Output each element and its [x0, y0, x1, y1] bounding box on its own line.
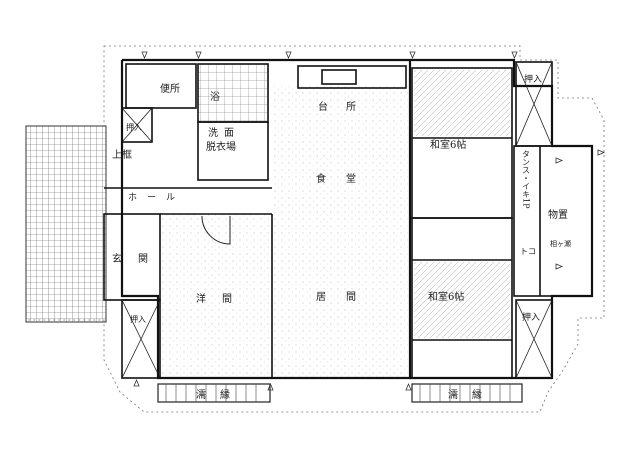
label-closet-top-left: 押入 — [126, 122, 142, 132]
door-swing — [201, 215, 231, 245]
closet-marks — [121, 61, 553, 379]
label-kitchen: 台所 — [318, 100, 374, 113]
terrace-tile — [25, 125, 107, 323]
interior-walls — [103, 61, 593, 379]
label-closet-right-bottom: 押入 — [522, 311, 540, 323]
label-closet-right-top: 押入 — [524, 73, 542, 85]
label-entrance-step: 上框 — [112, 148, 132, 161]
label-storage-sub: 相ヶ瀬 — [550, 239, 571, 248]
label-closet-bottom-left: 押入 — [130, 314, 146, 324]
label-hall: ホール — [128, 192, 185, 203]
label-tokonoma: トコ — [520, 247, 536, 256]
label-washroom: 洗面 — [208, 127, 240, 139]
site-boundary — [25, 45, 605, 413]
label-veranda-right: 濡縁 — [448, 388, 496, 401]
dimension-markers — [133, 51, 606, 391]
label-toilet: 便所 — [160, 82, 180, 95]
label-washitsu-bottom: 和室6帖 — [428, 290, 464, 303]
label-storage: 物置 — [548, 208, 568, 221]
label-washitsu-top: 和室6帖 — [430, 138, 466, 151]
label-dining: 食堂 — [316, 172, 376, 185]
tatami-bottom — [414, 262, 510, 338]
label-entrance: 玄関 — [112, 252, 164, 265]
label-western: 洋間 — [196, 292, 248, 305]
label-bath: 浴 — [210, 91, 220, 103]
tatami-top — [414, 70, 510, 136]
label-tansu: タンス・イキ1P — [522, 150, 531, 209]
veranda-slats — [165, 384, 511, 402]
dining-floor — [272, 86, 408, 378]
label-living: 居間 — [316, 291, 376, 303]
label-dressing: 脱衣場 — [206, 140, 236, 153]
label-veranda-left: 濡縁 — [196, 388, 244, 401]
